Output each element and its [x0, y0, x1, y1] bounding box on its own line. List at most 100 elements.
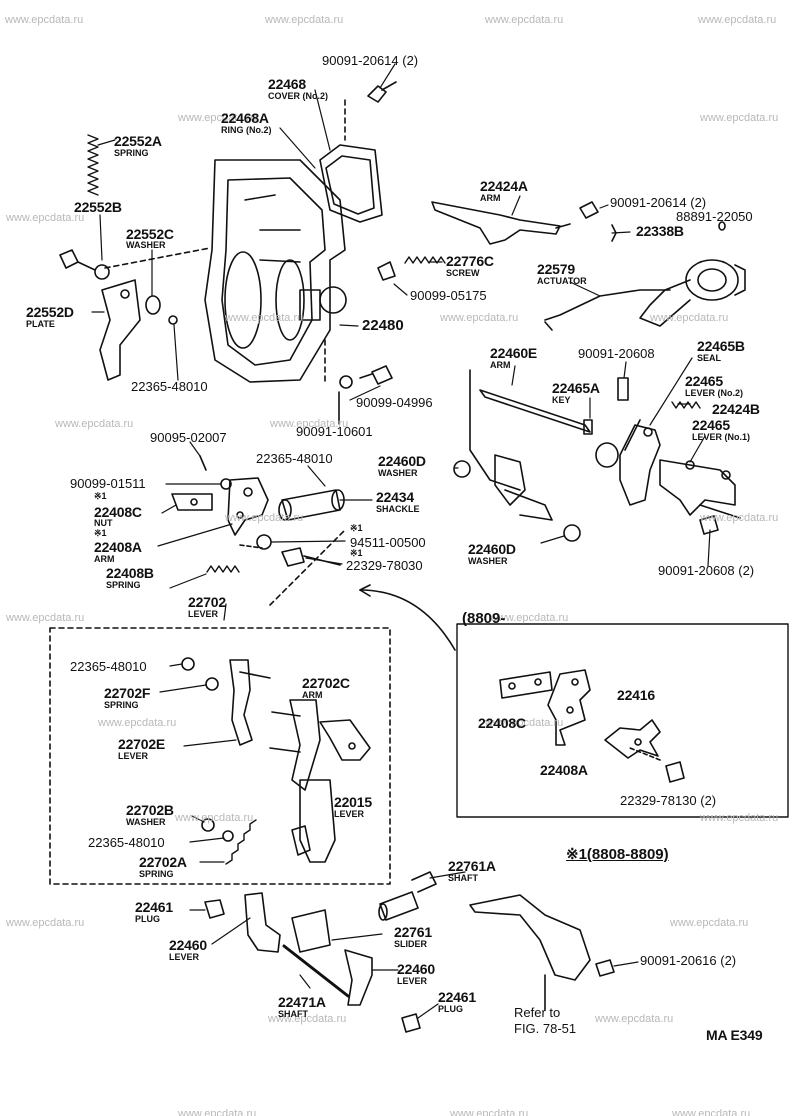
slider-22761 [291, 909, 331, 953]
washer-94511 [256, 534, 272, 550]
inset-parts [499, 669, 685, 783]
shaft-22471A [282, 944, 350, 998]
part-number: 90091-20614 (2) [610, 195, 707, 210]
plug-22461-top [204, 899, 225, 919]
key-22465A [583, 419, 593, 435]
part-number: 22329-78030 [346, 558, 423, 573]
watermark: www.epcdata.ru [700, 112, 779, 124]
part-number: 22702B [126, 802, 174, 818]
bolt-22552B [59, 249, 110, 280]
watermark: www.epcdata.ru [268, 1013, 347, 1025]
spring-22408B [206, 565, 240, 573]
watermark: www.epcdata.ru [485, 14, 564, 26]
part-name: NUT [94, 518, 113, 528]
watermark: www.epcdata.ru [670, 917, 749, 929]
watermark: www.epcdata.ru [650, 312, 729, 324]
plug-22461-bottom [401, 1013, 421, 1033]
watermark: www.epcdata.ru [270, 418, 349, 430]
inset-part: 22416 [617, 687, 655, 703]
part-number: 94511-00500 [350, 535, 426, 550]
part-number: 22552A [114, 133, 162, 149]
part-name: LEVER (No.2) [685, 388, 744, 398]
watermark: www.epcdata.ru [98, 717, 177, 729]
part-name: SPRING [114, 148, 149, 158]
part-name: LEVER [397, 976, 428, 986]
arm-22424A [431, 201, 561, 245]
part-number: 22424B [712, 401, 760, 417]
part-name: WASHER [126, 817, 166, 827]
part-name: SHACKLE [376, 504, 420, 514]
part-name: LEVER [188, 609, 219, 619]
cover-no2 [319, 144, 383, 223]
part-name: ARM [302, 690, 323, 700]
part-name: LEVER (No.1) [692, 432, 751, 442]
shaft-22761A [379, 891, 419, 921]
part-number: 22460D [468, 541, 516, 557]
watermark: www.epcdata.ru [55, 418, 134, 430]
nut-22408C [171, 493, 213, 511]
watermark: www.epcdata.ru [178, 1108, 257, 1116]
part-number: 22579 [537, 261, 575, 277]
footnote-range: ※1(8808-8809) [566, 846, 669, 863]
part-number: 22365-48010 [256, 451, 333, 466]
part-name: KEY [552, 395, 571, 405]
watermark: www.epcdata.ru [225, 512, 304, 524]
inset-frame [456, 623, 789, 818]
part-number: 90099-04996 [356, 395, 433, 410]
part-name: PLUG [438, 1004, 464, 1014]
plate-22552D [99, 279, 141, 381]
part-name: SPRING [139, 869, 174, 879]
part-number: 22761 [394, 924, 432, 940]
part-name: LEVER [169, 952, 200, 962]
part-number: 22460 [169, 937, 207, 953]
inset-arrow [359, 589, 456, 651]
footnote-mark: ※1 [350, 548, 363, 558]
part-name: WASHER [378, 468, 418, 478]
part-name: PLATE [26, 319, 55, 329]
part-name: ARM [480, 193, 501, 203]
part-number: 22702 [188, 594, 226, 610]
part-number: 22365-48010 [70, 659, 147, 674]
watermark: www.epcdata.ru [440, 312, 519, 324]
watermark: www.epcdata.ru [595, 1013, 674, 1025]
watermark: www.epcdata.ru [178, 112, 257, 124]
inset-part: 22329-78130 (2) [620, 793, 717, 808]
lever-no1-22465 [659, 459, 736, 516]
refer-text-line2: FIG. 78-51 [514, 1021, 577, 1036]
watermark: www.epcdata.ru [225, 312, 304, 324]
watermark: www.epcdata.ru [490, 612, 569, 624]
part-name: SPRING [104, 700, 139, 710]
part-number: 22468 [268, 76, 306, 92]
part-number: 22465B [697, 338, 745, 354]
part-number: 22552B [74, 199, 122, 215]
lever-no2-22465 [619, 424, 661, 506]
part-number: 22365-48010 [131, 379, 208, 394]
spring-22424B [671, 401, 701, 409]
part-name: ARM [490, 360, 511, 370]
inset-part: 22408A [540, 762, 588, 778]
watermark: www.epcdata.ru [6, 917, 85, 929]
arm-22460E [469, 369, 591, 521]
part-number: 22408A [94, 539, 142, 555]
part-name: SEAL [697, 353, 722, 363]
watermark: www.epcdata.ru [700, 512, 779, 524]
watermark: www.epcdata.ru [698, 14, 777, 26]
watermark: www.epcdata.ru [450, 1108, 529, 1116]
part-name: SPRING [106, 580, 141, 590]
inset-part: 22408C [478, 715, 526, 731]
part-number: 22408B [106, 565, 154, 581]
washer-22460D-top [453, 460, 471, 478]
bracket-refer [469, 894, 591, 981]
part-number: 22552C [126, 226, 174, 242]
part-name: SLIDER [394, 939, 428, 949]
part-number: 22424A [480, 178, 528, 194]
footnote-mark: ※1 [94, 491, 107, 501]
part-name: RING (No.2) [221, 125, 272, 135]
part-number: 22702A [139, 854, 187, 870]
spring-22552A [87, 134, 99, 196]
part-number: 90091-20608 (2) [658, 563, 755, 578]
part-number: 90099-01511 [70, 476, 146, 491]
watermark: www.epcdata.ru [265, 14, 344, 26]
watermark: www.epcdata.ru [175, 812, 254, 824]
